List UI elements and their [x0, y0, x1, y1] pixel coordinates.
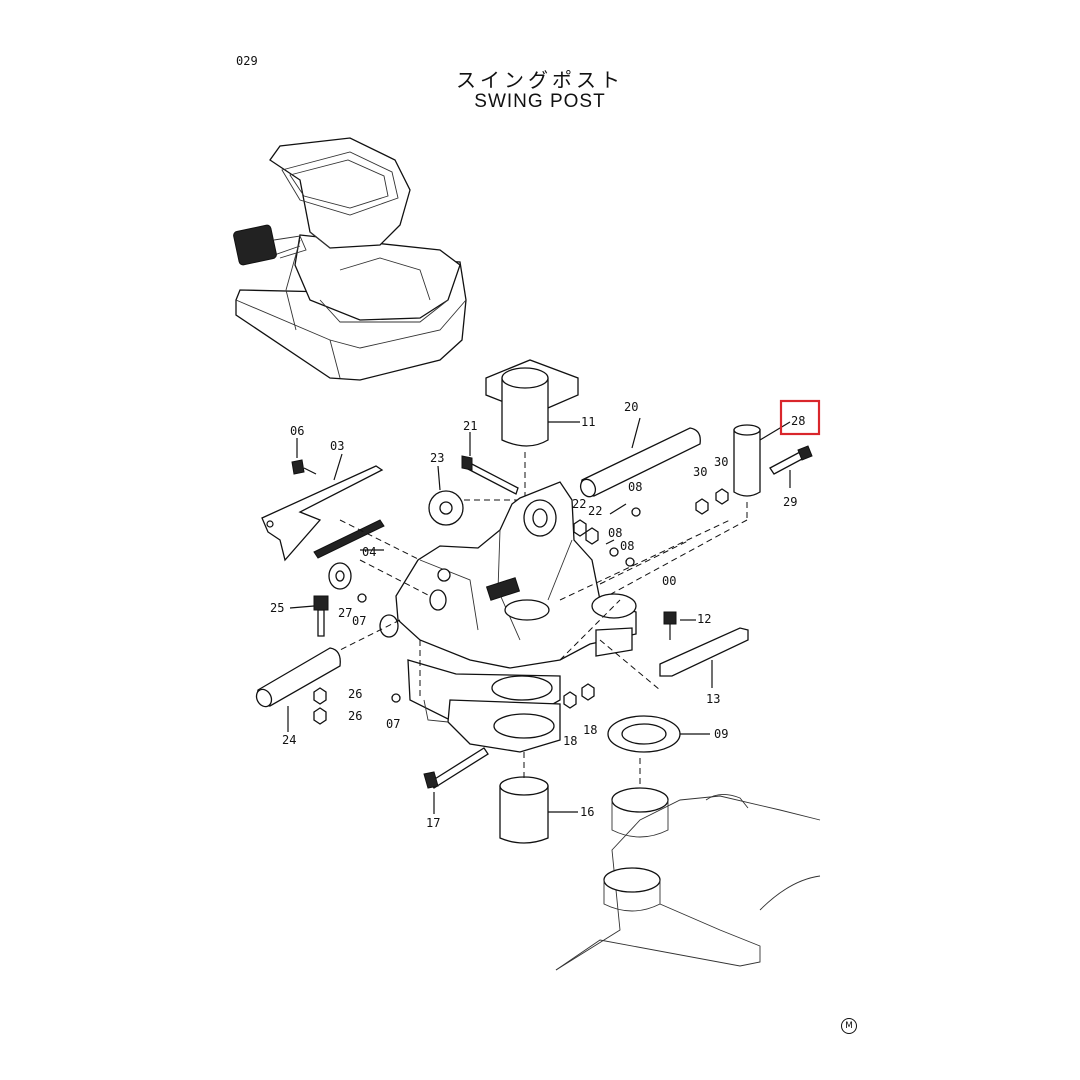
callout-13: 13 — [706, 692, 720, 706]
title-japanese: スイングポスト — [456, 68, 624, 92]
callout-25: 25 — [270, 601, 284, 615]
callout-17: 17 — [426, 816, 440, 830]
callout-08-mid: 08 — [608, 526, 622, 540]
part-03-04-06 — [261, 438, 385, 562]
callout-27: 27 — [338, 606, 352, 620]
callout-23: 23 — [430, 451, 444, 465]
callout-labels: 20 11 21 06 03 23 30 30 08 22 22 29 08 0… — [270, 399, 821, 830]
callout-09: 09 — [714, 727, 728, 741]
callout-18-right: 18 — [583, 723, 597, 737]
callout-29: 29 — [783, 495, 797, 509]
callout-28: 28 — [791, 414, 805, 428]
excavator-illustration — [233, 137, 467, 381]
assembly-lines — [339, 519, 731, 700]
part-20 — [579, 417, 701, 498]
part-21-23 — [428, 432, 520, 526]
callout-16: 16 — [580, 805, 594, 819]
callout-22-right: 22 — [588, 504, 602, 518]
callout-24: 24 — [282, 733, 296, 747]
part-12-13 — [659, 611, 749, 688]
part-11 — [485, 359, 580, 600]
part-24-25-26 — [255, 595, 341, 732]
lower-frame — [555, 787, 821, 971]
callout-26-top: 26 — [348, 687, 362, 701]
manufacturer-mark: M — [841, 1018, 857, 1034]
swing-post-body — [379, 481, 637, 753]
callout-21: 21 — [463, 419, 477, 433]
page-number: 029 — [236, 54, 258, 68]
part-29 — [769, 445, 813, 488]
callout-04: 04 — [362, 545, 376, 559]
callout-00: 00 — [662, 574, 676, 588]
callout-08-low: 08 — [620, 539, 634, 553]
small-hardware — [328, 503, 641, 703]
part-28 — [599, 421, 791, 601]
control-lever-icon — [233, 224, 277, 266]
highlight-box-28 — [779, 399, 821, 436]
callout-20: 20 — [624, 400, 638, 414]
callout-30-left: 30 — [693, 465, 707, 479]
callout-03: 03 — [330, 439, 344, 453]
callout-07-bottom: 07 — [386, 717, 400, 731]
callout-30-right: 30 — [714, 455, 728, 469]
callout-06: 06 — [290, 424, 304, 438]
part-09-16-17-18 — [423, 683, 710, 844]
callout-26-bottom: 26 — [348, 709, 362, 723]
title-english: SWING POST — [474, 91, 606, 112]
callout-12: 12 — [697, 612, 711, 626]
callout-07-top: 07 — [352, 614, 366, 628]
callout-18-left: 18 — [563, 734, 577, 748]
callout-08-top: 08 — [628, 480, 642, 494]
callout-11: 11 — [581, 415, 595, 429]
part-30-nuts — [695, 488, 729, 515]
callout-22-left: 22 — [572, 497, 586, 511]
